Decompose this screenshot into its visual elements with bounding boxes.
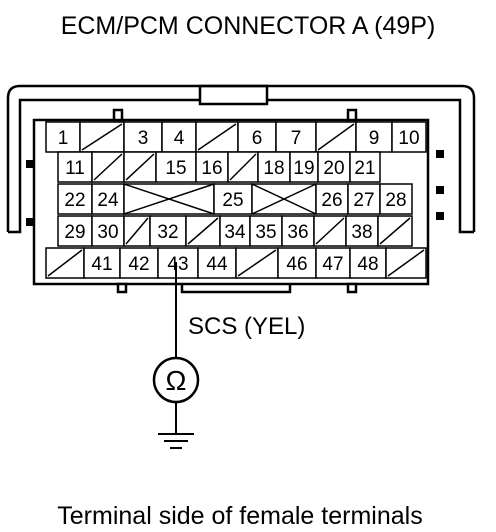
blank-cavity [377,215,413,247]
terminal-number: 42 [128,254,149,275]
ohmmeter-symbol: Ω [166,365,187,396]
terminal-cell: 6 [237,121,277,153]
terminal-cell: 9 [355,121,393,153]
ohmmeter-icon: Ω [152,356,200,404]
terminal-cell: 21 [349,151,381,183]
terminal-number: 43 [167,254,188,275]
terminal-number: 18 [263,158,284,179]
blank-cavity [185,215,221,247]
terminal-cell: 20 [317,151,351,183]
blank-cavity-wide [251,183,317,215]
terminal-number: 30 [97,222,118,243]
terminal-number: 41 [91,254,112,275]
blank-cavity [235,247,279,279]
terminal-number: 19 [293,158,314,179]
blank-cavity [91,151,125,183]
terminal-cell: 16 [195,151,229,183]
terminal-number: 16 [201,158,222,179]
terminal-cell: 3 [123,121,163,153]
ground-icon [158,402,194,449]
terminal-cell: 4 [161,121,197,153]
terminal-cell: 22 [57,183,93,215]
terminal-number: 4 [174,128,185,149]
terminal-number: 35 [255,222,276,243]
terminal-number: 21 [354,158,375,179]
terminal-cell: 15 [155,151,197,183]
blank-cavity [227,151,259,183]
terminal-cell: 7 [275,121,317,153]
terminal-number: 26 [321,190,342,211]
diagram-caption: Terminal side of female terminals [57,502,422,530]
terminal-cell: 46 [277,247,317,279]
terminal-number: 20 [323,158,344,179]
terminal-number: 38 [351,222,372,243]
terminal-cell: 36 [281,215,315,247]
terminal-cell: 1 [45,121,81,153]
terminal-number: 29 [64,222,85,243]
terminal-number: 46 [286,254,307,275]
terminal-cell: 11 [57,151,93,183]
terminal-cell: 42 [119,247,159,279]
blank-cavity [315,121,357,153]
terminal-cell: 34 [219,215,251,247]
terminal-number: 36 [287,222,308,243]
terminal-number: 6 [252,128,263,149]
terminal-cell: 32 [149,215,187,247]
terminal-number: 9 [369,128,380,149]
terminal-cell: 35 [249,215,283,247]
connector-housing [6,84,476,234]
terminal-number: 44 [206,254,228,275]
terminal-cell: 18 [257,151,291,183]
terminal-number: 27 [353,190,374,211]
connector-body [26,108,444,294]
terminal-number: 25 [222,190,243,211]
terminal-number: 22 [64,190,85,211]
terminal-number: 7 [291,128,302,149]
terminal-cell: 27 [347,183,381,215]
terminal-cell: 25 [213,183,253,215]
terminal-number: 1 [58,128,69,149]
blank-cavity-wide [123,183,215,215]
blank-cavity [313,215,347,247]
blank-cavity [195,121,239,153]
terminal-cell: 19 [289,151,319,183]
terminal-cell: 48 [349,247,387,279]
terminal-cell: 30 [91,215,125,247]
terminal-cell: 41 [83,247,121,279]
terminal-number: 28 [385,190,406,211]
terminal-cell: 29 [57,215,93,247]
diagram-title: ECM/PCM CONNECTOR A (49P) [61,12,436,40]
blank-cavity [123,151,157,183]
terminal-cell: 43 [157,247,199,279]
terminal-number: 32 [157,222,178,243]
terminal-number: 15 [165,158,186,179]
terminal-number: 34 [224,222,246,243]
terminal-cell: 10 [391,121,427,153]
blank-cavity [123,215,151,247]
terminal-cell: 26 [315,183,349,215]
signal-label: SCS (YEL) [188,313,305,340]
terminal-number: 10 [398,128,419,149]
terminal-number: 47 [322,254,343,275]
terminal-cell: 24 [91,183,125,215]
blank-cavity [385,247,427,279]
terminal-number: 48 [357,254,378,275]
terminal-number: 24 [97,190,119,211]
terminal-cell: 28 [379,183,413,215]
blank-cavity [45,247,85,279]
blank-cavity [79,121,125,153]
terminal-cell: 47 [315,247,351,279]
terminal-number: 3 [138,128,149,149]
terminal-cell: 44 [197,247,237,279]
terminal-cell: 38 [345,215,379,247]
terminal-number: 11 [65,158,85,179]
